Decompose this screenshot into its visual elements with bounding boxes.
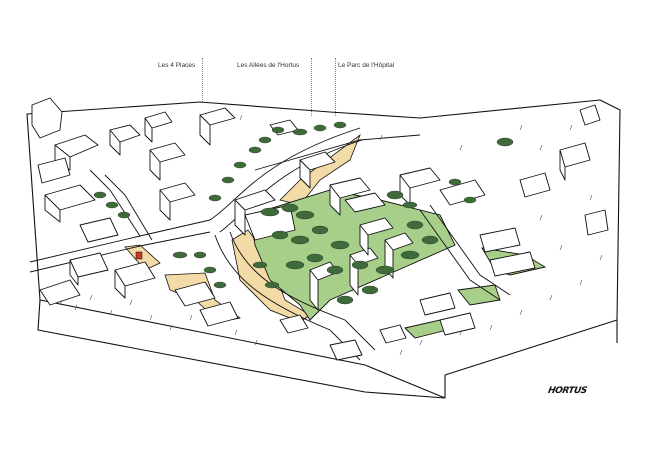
ground-hatching — [59, 114, 603, 356]
red-kiosk — [135, 251, 143, 260]
leader-line-les-allees — [311, 58, 312, 116]
trees — [93, 121, 514, 305]
diagram-label-le-parc: Le Parc de l'Hôpital — [338, 62, 395, 69]
buildings — [31, 97, 609, 361]
roads — [29, 127, 511, 361]
diagram-label-les-allees: Les Allées de l'Hortus — [237, 62, 300, 69]
diagram-label-les-4-places: Les 4 Places — [158, 62, 196, 69]
leader-line-les-4-places — [202, 58, 203, 102]
site-block-outline — [26, 99, 621, 399]
leader-line-le-parc — [335, 58, 336, 116]
signature-hortus: HORTUS — [547, 386, 588, 396]
